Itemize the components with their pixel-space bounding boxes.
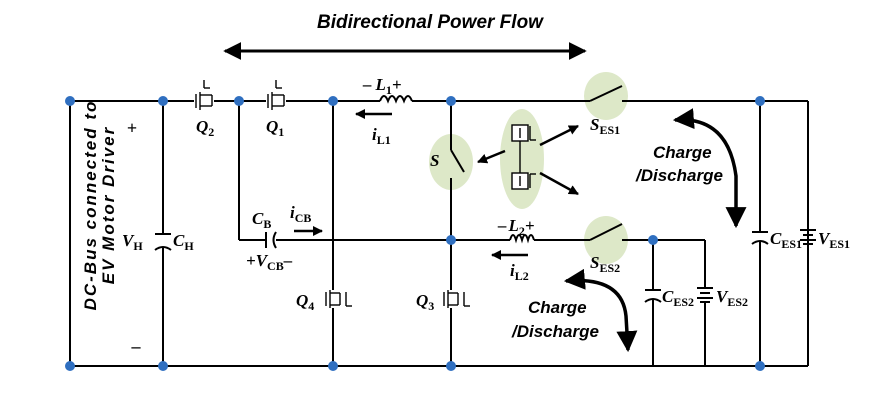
- s-switch-blade: [450, 149, 465, 173]
- cb-capacitor-symbol: [265, 231, 277, 249]
- dc-bus-label-line1: DC-Bus connected to: [81, 100, 100, 311]
- ces1-capacitor-symbol: [751, 231, 769, 245]
- ch-capacitor-symbol: [154, 233, 172, 251]
- l2-label: –L2+: [497, 216, 535, 238]
- q4-mosfet-symbol: [324, 290, 352, 308]
- ch-label: CH: [173, 231, 194, 253]
- lower-discharge-label: /Discharge: [511, 322, 599, 341]
- s-switch-highlight: [429, 134, 473, 190]
- icb-label: iCB: [290, 203, 311, 225]
- ces2-label: CES2: [662, 287, 694, 309]
- ves2-label: VES2: [716, 287, 748, 309]
- il2-label: iL2: [510, 261, 529, 283]
- l1-inductor-symbol: [379, 95, 413, 107]
- q1-label: Q1: [266, 117, 284, 139]
- circuit-nodes: [65, 96, 765, 371]
- cb-label: CB: [252, 209, 271, 231]
- s-es2-highlight: [584, 216, 628, 264]
- s-es2-blade: [589, 223, 623, 241]
- bidirectional-switch-highlight: [500, 109, 544, 209]
- l1-label: –L1+: [362, 75, 402, 97]
- diagram-title: Bidirectional Power Flow: [317, 12, 544, 33]
- s-es1-label: SES1: [590, 115, 620, 137]
- q2-mosfet-symbol: [194, 80, 214, 110]
- ves2-battery-symbol: [697, 287, 713, 303]
- l2-inductor-symbol: [509, 234, 535, 246]
- upper-charge-arrow: [672, 108, 747, 229]
- q3-mosfet-symbol: [442, 290, 470, 308]
- ves1-label: VES1: [818, 229, 850, 251]
- ves1-battery-symbol: [800, 229, 816, 245]
- vh-label: VH: [122, 231, 143, 253]
- s-pointer-arrow: [477, 149, 506, 164]
- ces2-capacitor-symbol: [644, 289, 662, 303]
- q1-mosfet-symbol: [266, 80, 286, 110]
- upper-charge-label: Charge: [653, 143, 712, 162]
- circuit-wires: [69, 100, 809, 367]
- bus-plus-sign: +: [127, 118, 137, 138]
- q2-label: Q2: [196, 117, 214, 139]
- q3-label: Q3: [416, 291, 434, 313]
- s-es1-highlight: [584, 72, 628, 120]
- bus-minus-sign: –: [131, 336, 142, 356]
- vcb-label: +VCB–: [246, 251, 293, 273]
- s-es2-pointer-arrow: [539, 171, 579, 196]
- s-switch-label: S: [430, 151, 439, 170]
- il1-label: iL1: [372, 125, 391, 147]
- dc-bus-label-line2: EV Motor Driver: [99, 126, 118, 284]
- s-es1-pointer-arrow: [539, 124, 579, 147]
- lower-charge-label: Charge: [528, 298, 587, 317]
- lower-charge-arrow: [563, 268, 638, 353]
- bidirectional-switch-symbol: [511, 124, 536, 190]
- ces1-label: CES1: [770, 229, 802, 251]
- q4-label: Q4: [296, 291, 314, 313]
- s-es1-blade: [589, 85, 623, 102]
- upper-discharge-label: /Discharge: [635, 166, 723, 185]
